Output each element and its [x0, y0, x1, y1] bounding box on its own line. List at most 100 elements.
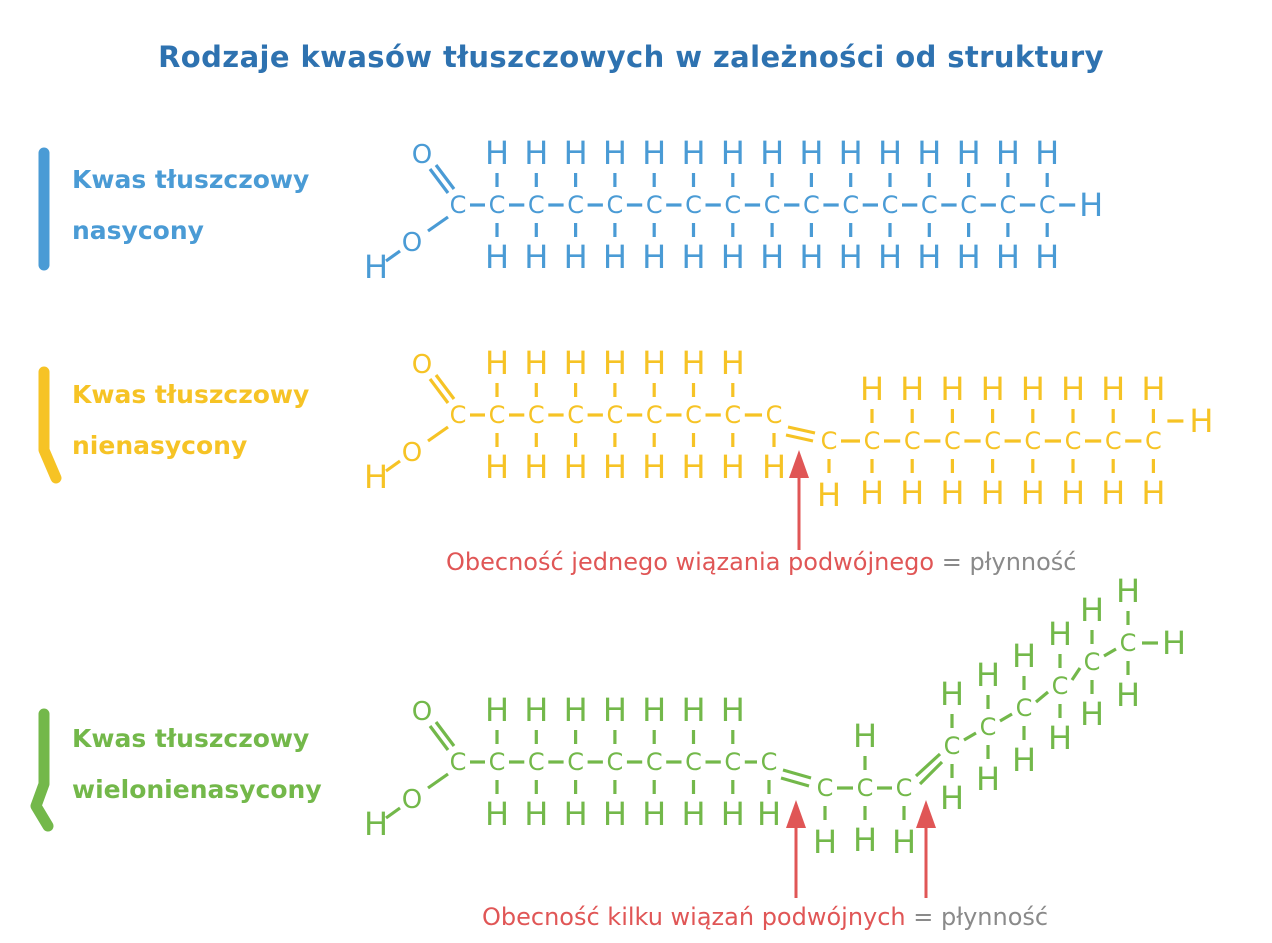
hydrogen-atom: H	[603, 238, 627, 276]
hydrogen-atom: H	[900, 474, 924, 512]
hydrogen-atom: H	[1012, 637, 1036, 675]
unsaturated-label-line2: nienasycony	[72, 431, 248, 460]
carbon-atom: C	[646, 748, 663, 776]
hydrogen-atom: H	[364, 805, 388, 843]
hydrogen-atom: H	[524, 238, 548, 276]
carbon-atom: C	[685, 191, 702, 219]
bond-line	[385, 249, 401, 263]
carbon-atom: C	[567, 401, 584, 429]
carbon-atom: C	[646, 401, 663, 429]
hydrogen-atom: H	[1035, 238, 1059, 276]
carbon-atom: C	[1000, 191, 1017, 219]
hydrogen-atom: H	[976, 656, 1000, 694]
hydrogen-atom: H	[681, 344, 705, 382]
carbon-atom: C	[864, 427, 881, 455]
carbon-atom: C	[685, 748, 702, 776]
hydrogen-atom: H	[524, 691, 548, 729]
double-bond-arrow-1-head	[786, 800, 806, 828]
hydrogen-atom: H	[642, 344, 666, 382]
carbon-atom: C	[1120, 629, 1137, 657]
hydrogen-atom: H	[1061, 474, 1085, 512]
hydrogen-atom: H	[681, 795, 705, 833]
hydrogen-atom: H	[1080, 695, 1104, 733]
hydrogen-atom: H	[817, 476, 841, 514]
hydrogen-atom: H	[564, 134, 588, 172]
bond-line	[1103, 647, 1117, 658]
hydrogen-atom: H	[485, 134, 509, 172]
polyunsaturated-caption-main: Obecność kilku wiązań podwójnych	[482, 903, 906, 931]
polyunsaturated-marker-bar	[30, 708, 54, 832]
carbon-atom: C	[528, 191, 545, 219]
bond-line	[999, 712, 1013, 723]
hydrogen-atom: H	[485, 238, 509, 276]
hydrogen-atom: H	[564, 238, 588, 276]
carbon-atom: C	[1084, 648, 1101, 676]
polyunsaturated-caption-fluidity: płynność	[941, 903, 1049, 931]
hydrogen-atom: H	[981, 370, 1005, 408]
bond-line	[428, 725, 450, 751]
saturated-label: Kwas tłuszczowy nasycony	[72, 154, 309, 256]
hydrogen-atom: H	[957, 238, 981, 276]
double-bond-arrow-head	[789, 450, 809, 478]
hydrogen-atom: H	[1116, 676, 1140, 714]
carbon-atom: C	[450, 748, 467, 776]
hydrogen-atom: H	[721, 691, 745, 729]
hydrogen-atom: H	[642, 691, 666, 729]
carbon-atom: C	[1024, 427, 1041, 455]
hydrogen-atom: H	[485, 691, 509, 729]
bond-line	[918, 760, 944, 786]
hydrogen-atom: H	[1141, 370, 1165, 408]
polyunsaturated-label: Kwas tłuszczowy wielonienasycony	[72, 713, 322, 815]
hydrogen-atom: H	[996, 238, 1020, 276]
saturated-label-line1: Kwas tłuszczowy	[72, 165, 310, 194]
hydrogen-atom: H	[564, 448, 588, 486]
bond-line	[427, 215, 449, 233]
polyunsaturated-label-line2: wielonienasycony	[72, 775, 322, 804]
bond-line	[434, 374, 456, 400]
saturated-label-line2: nasycony	[72, 216, 204, 245]
unsaturated-label-line1: Kwas tłuszczowy	[72, 380, 310, 409]
hydrogen-atom: H	[681, 691, 705, 729]
hydrogen-atom: H	[524, 795, 548, 833]
hydrogen-atom: H	[364, 458, 388, 496]
carbon-atom: C	[489, 401, 506, 429]
hydrogen-atom: H	[1080, 591, 1104, 629]
hydrogen-atom: H	[760, 134, 784, 172]
polyunsaturated-caption-equals: =	[905, 903, 942, 931]
bond-line	[428, 168, 450, 194]
carbon-atom: C	[1105, 427, 1122, 455]
carbon-atom: C	[1065, 427, 1082, 455]
hydrogen-atom: H	[364, 248, 388, 286]
bond-line	[427, 425, 449, 443]
carbon-atom: C	[1052, 672, 1069, 700]
unsaturated-marker-bar	[38, 366, 62, 484]
oxygen-atom: O	[402, 438, 422, 468]
carbon-atom: C	[724, 401, 741, 429]
hydrogen-atom: H	[1101, 370, 1125, 408]
hydrogen-atom: H	[1035, 134, 1059, 172]
hydrogen-atom: H	[839, 238, 863, 276]
carbon-atom: C	[803, 191, 820, 219]
hydrogen-atom: H	[813, 823, 837, 861]
hydrogen-atom: H	[721, 238, 745, 276]
polyunsaturated-caption: Obecność kilku wiązań podwójnych = płynn…	[482, 903, 1048, 931]
carbon-atom: C	[724, 191, 741, 219]
hydrogen-atom: H	[976, 760, 1000, 798]
hydrogen-atom: H	[1048, 719, 1072, 757]
oxygen-atom: O	[412, 140, 432, 170]
bond-line	[434, 721, 456, 747]
carbon-atom: C	[607, 401, 624, 429]
bond-line	[1070, 667, 1082, 681]
hydrogen-atom: H	[1021, 474, 1045, 512]
hydrogen-atom: H	[1012, 741, 1036, 779]
carbon-atom: C	[857, 774, 874, 802]
oxygen-atom: O	[412, 697, 432, 727]
hydrogen-atom: H	[940, 474, 964, 512]
hydrogen-atom: H	[860, 370, 884, 408]
carbon-atom: C	[450, 191, 467, 219]
unsaturated-caption-main: Obecność jednego wiązania podwójnego	[446, 548, 935, 576]
saturated-marker-bar	[38, 147, 50, 271]
bond-line	[787, 425, 816, 435]
unsaturated-caption-equals: =	[934, 548, 970, 576]
carbon-atom: C	[724, 748, 741, 776]
